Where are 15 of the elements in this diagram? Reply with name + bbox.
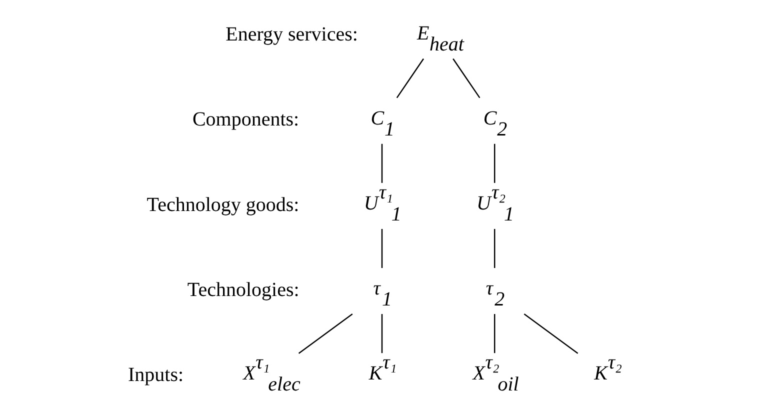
connector [523, 314, 578, 354]
label: Technology goods: [146, 194, 299, 216]
connector [380, 144, 382, 183]
label: Energy services: [225, 24, 358, 46]
label: Inputs: [128, 364, 184, 386]
connector [493, 144, 495, 183]
connector [452, 58, 480, 98]
connector [298, 314, 352, 354]
connector [380, 314, 382, 354]
label: Components: [192, 108, 299, 131]
connector [396, 58, 424, 98]
connector [380, 228, 382, 268]
label: Technologies: [186, 278, 299, 301]
connector [493, 314, 495, 354]
connector [493, 228, 495, 268]
